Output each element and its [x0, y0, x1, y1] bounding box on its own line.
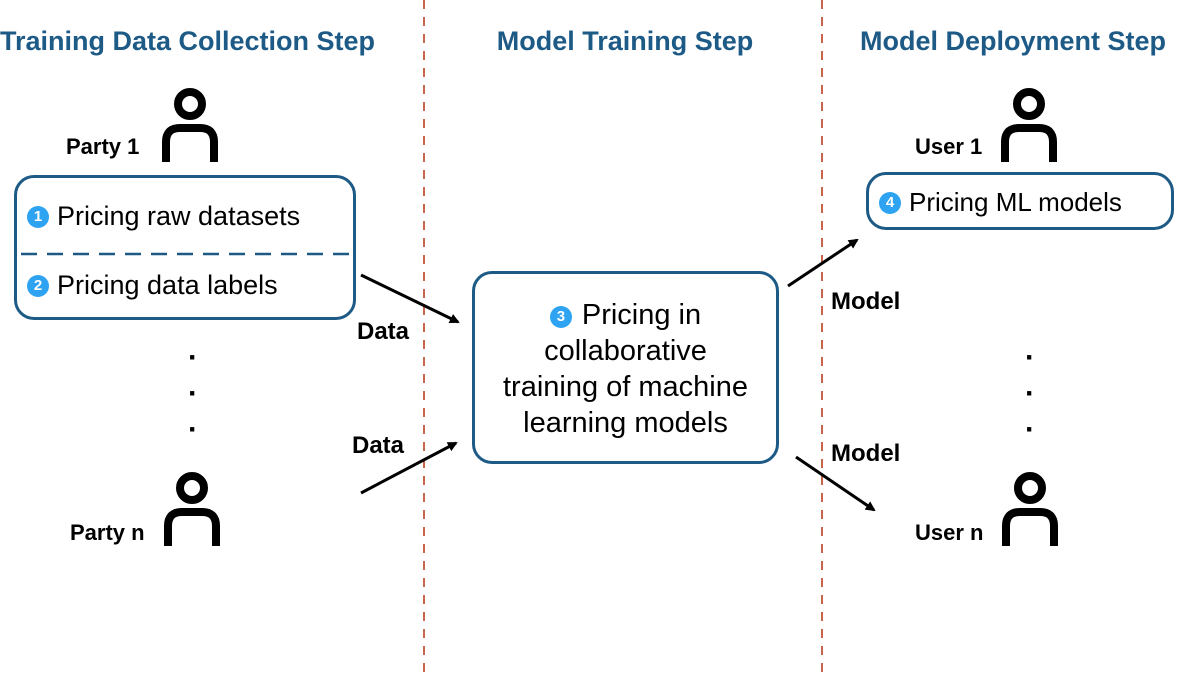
step-3-line-4: learning models [523, 407, 728, 439]
person-icon [164, 472, 220, 546]
user-n-label: User n [915, 520, 984, 545]
header-collection-step: Training Data Collection Step [0, 26, 376, 56]
party-1-label: Party 1 [66, 134, 140, 159]
arrow-data-bottom [360, 441, 458, 495]
data-label-top: Data [357, 318, 410, 345]
user-1-label: User 1 [915, 134, 983, 159]
arrow-model-bottom [795, 455, 876, 512]
party-n-label: Party n [70, 520, 145, 545]
dashed-separator [21, 252, 349, 256]
step-4-label: Pricing ML models [909, 187, 1122, 217]
step-2-item: 2 Pricing data labels [27, 270, 278, 301]
data-pricing-box: 1 Pricing raw datasets 2 Pricing data la… [14, 175, 356, 320]
header-deployment-step: Model Deployment Step [859, 26, 1167, 56]
model-label-top: Model [831, 288, 901, 315]
step-1-label: Pricing raw datasets [57, 201, 301, 231]
model-label-bottom: Model [831, 440, 901, 467]
arrow-data-top [360, 273, 460, 324]
step-1-item: 1 Pricing raw datasets [27, 201, 300, 232]
person-icon [162, 88, 218, 162]
step-1-badge: 1 [27, 205, 49, 228]
header-training-step: Model Training Step [496, 26, 754, 56]
step-2-label: Pricing data labels [57, 270, 278, 300]
step-4-badge: 4 [879, 191, 901, 214]
step-3-line-2: collaborative [544, 335, 707, 367]
step-2-badge: 2 [27, 274, 49, 297]
person-icon [1001, 88, 1057, 162]
arrow-model-top [787, 238, 859, 288]
data-label-bottom: Data [352, 432, 405, 459]
model-pricing-box: 4 Pricing ML models [866, 172, 1174, 230]
users-ellipsis: · · · [1025, 341, 1035, 446]
step-3-line-3: training of machine [502, 371, 749, 403]
step-4-item: 4 Pricing ML models [879, 187, 1122, 218]
step-3-badge: 3 [549, 306, 572, 328]
parties-ellipsis: · · · [188, 341, 198, 446]
person-icon [1002, 472, 1058, 546]
